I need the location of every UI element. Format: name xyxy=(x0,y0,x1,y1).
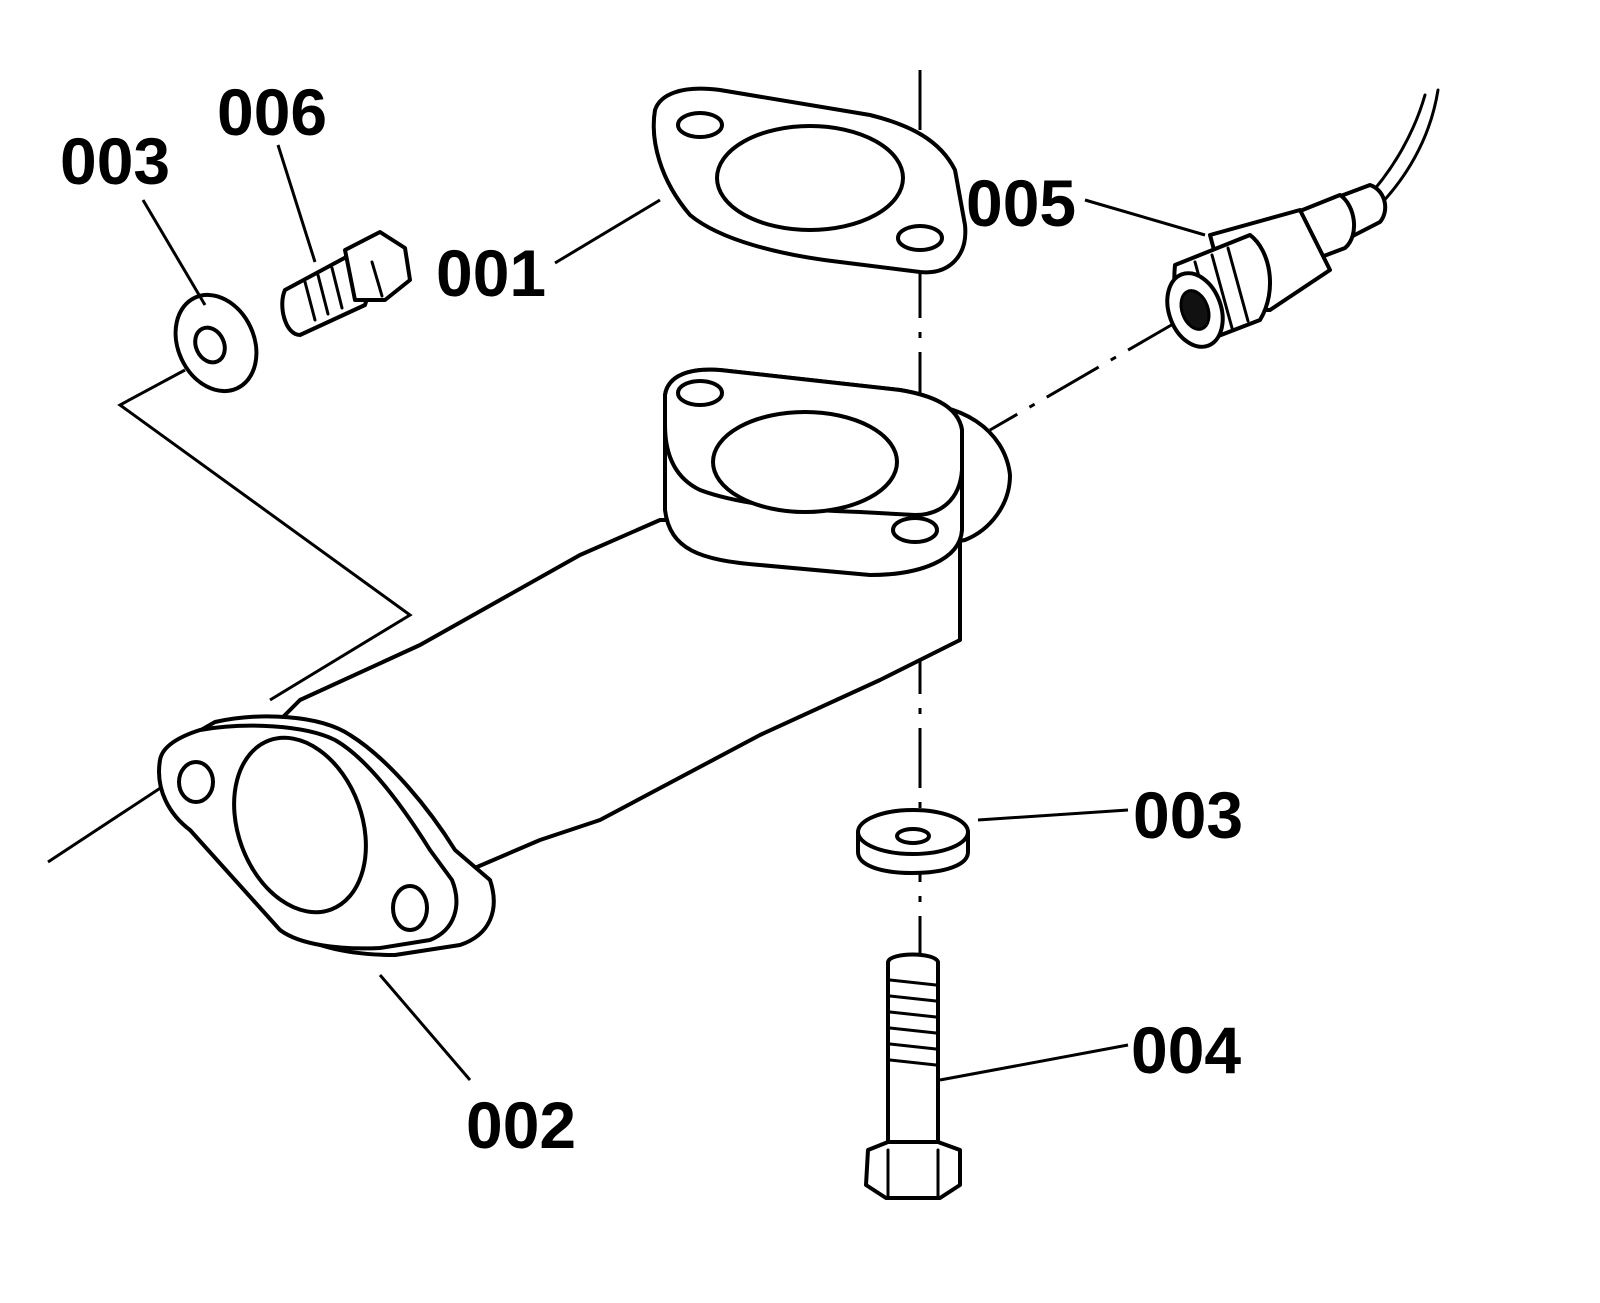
bolt-thread-5 xyxy=(888,1042,938,1051)
sensor-wire-1 xyxy=(1373,88,1440,212)
bolt-thread-3 xyxy=(888,1010,938,1019)
upper-bolt-hole-1 xyxy=(676,379,724,407)
bolt-thread-2 xyxy=(888,994,938,1003)
lower-bolt-hole-2 xyxy=(391,884,429,932)
callout-001: 001 xyxy=(436,236,546,310)
sensor-thread-3 xyxy=(1226,246,1250,323)
bolt-thread-1 xyxy=(888,978,938,987)
upper-bolt-hole-2 xyxy=(891,516,939,544)
callout-006: 006 xyxy=(217,75,327,149)
callout-004: 004 xyxy=(1131,1013,1241,1087)
bolt-shank xyxy=(886,952,940,1150)
plug-assembly-line xyxy=(117,368,413,702)
callout-003-top: 003 xyxy=(60,124,170,198)
bolt-icon xyxy=(864,952,962,1200)
leader-005 xyxy=(1084,198,1206,237)
leader-004 xyxy=(939,1043,1129,1082)
bolt-hex-head xyxy=(864,1140,962,1200)
callout-005: 005 xyxy=(966,166,1076,240)
leader-002 xyxy=(378,974,472,1081)
sensor-centerline xyxy=(989,318,1181,432)
plug-hex-head xyxy=(343,230,412,302)
bolt-thread-4 xyxy=(888,1026,938,1035)
flange-centerline xyxy=(47,783,166,864)
gasket-bolt-hole-2 xyxy=(896,224,944,252)
leader-001 xyxy=(554,198,661,265)
washer-top-hole xyxy=(193,325,227,365)
sensor-wire-2 xyxy=(1363,93,1427,202)
leader-003-mid xyxy=(977,808,1129,822)
washer-mid-hole xyxy=(895,827,931,845)
upper-port xyxy=(711,410,899,514)
plug-hex-edge xyxy=(370,260,384,298)
bolt-thread-6 xyxy=(888,1058,938,1067)
plug-thread-1 xyxy=(303,280,317,322)
washer-icon xyxy=(856,808,970,875)
lower-port xyxy=(232,735,368,915)
plug-thread-3 xyxy=(330,266,344,310)
pipe-body xyxy=(278,518,962,872)
sensor-icon xyxy=(1165,88,1440,349)
leader-lines xyxy=(141,144,1206,1082)
callout-003-mid: 003 xyxy=(1133,778,1243,852)
sensor-thread-2 xyxy=(1210,253,1234,330)
lower-bolt-hole-1 xyxy=(177,760,215,804)
manifold-pipe-icon xyxy=(157,367,1012,957)
plug-thread-2 xyxy=(316,273,330,316)
sensor-tip-center xyxy=(1179,289,1211,331)
plug-icon xyxy=(280,230,412,337)
leader-006 xyxy=(276,144,317,263)
gasket-port xyxy=(715,124,905,232)
callout-002: 002 xyxy=(466,1088,576,1162)
leader-003-top xyxy=(141,199,207,306)
washer-icon xyxy=(173,292,259,394)
gasket-bolt-hole-1 xyxy=(676,111,724,139)
gasket-icon xyxy=(651,86,968,275)
callouts: 003 006 001 005 002 003 004 xyxy=(60,75,1243,1162)
